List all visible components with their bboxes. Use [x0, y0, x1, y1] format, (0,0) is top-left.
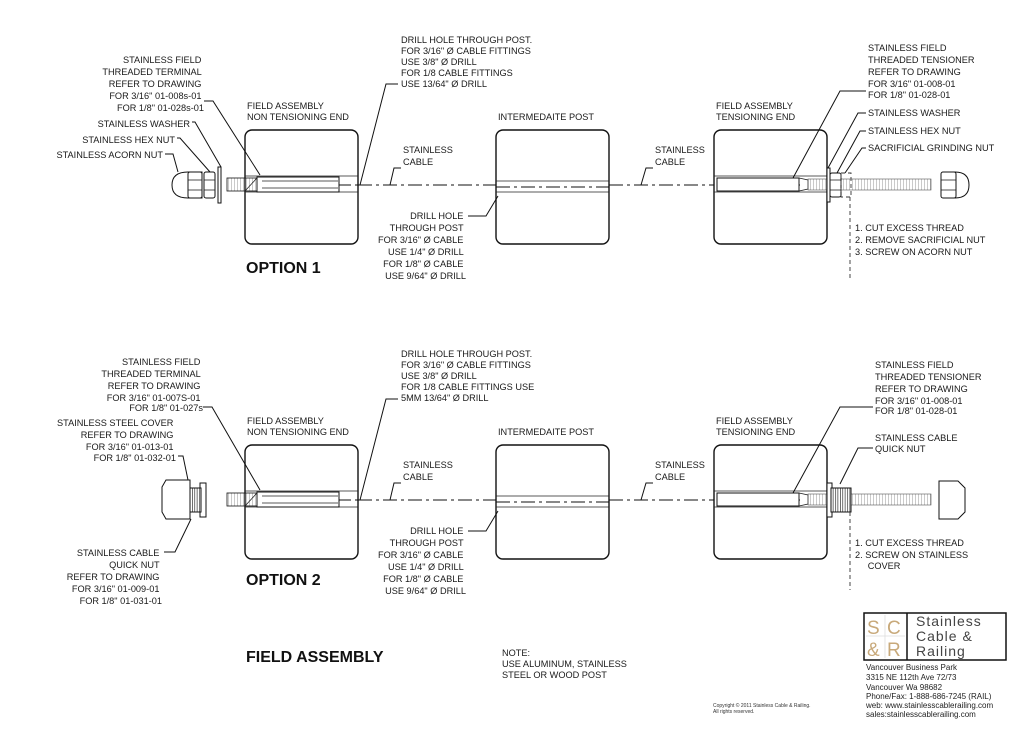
logo-letter-amp: &	[867, 640, 880, 661]
logo-letter-r: R	[887, 640, 901, 661]
option-1-title: OPTION 1	[246, 260, 321, 277]
washer-left	[217, 166, 222, 204]
post-label-left: FIELD ASSEMBLY NON TENSIONING END	[247, 416, 349, 437]
hex-nut-left	[203, 171, 216, 199]
drawing-title: FIELD ASSEMBLY	[246, 649, 384, 666]
copyright: Copyright © 2011 Stainless Cable & Raili…	[713, 702, 812, 715]
sacrificial-grinding-nut	[840, 172, 852, 198]
option-2-labels: STAINLESS FIELD THREADED TERMINAL REFER …	[57, 349, 984, 606]
stainless-steel-cover-right	[938, 480, 966, 520]
post-label-middle: INTERMEDAITE POST	[498, 427, 594, 437]
drill-mid-note: DRILL HOLE THROUGH POST FOR 3/16" Ø CABL…	[378, 526, 466, 596]
logo-wordmark: Stainless Cable & Railing	[916, 613, 987, 659]
post-label-right: FIELD ASSEMBLY TENSIONING END	[716, 101, 795, 122]
acorn-nut-callout: STAINLESS ACORN NUT	[56, 150, 163, 160]
note: NOTE: USE ALUMINUM, STAINLESS STEEL OR W…	[502, 648, 629, 680]
cover-callout: STAINLESS STEEL COVER REFER TO DRAWING F…	[57, 418, 176, 463]
cable-label-right: STAINLESS CABLE	[655, 145, 707, 167]
hex-nut-callout: STAINLESS HEX NUT	[82, 135, 175, 145]
terminal-callout: STAINLESS FIELD THREADED TERMINAL REFER …	[102, 55, 204, 113]
drill-mid-note: DRILL HOLE THROUGH POST FOR 3/16" Ø CABL…	[378, 211, 466, 281]
post-label-right: FIELD ASSEMBLY TENSIONING END	[716, 416, 795, 437]
post-label-left: FIELD ASSEMBLY NON TENSIONING END	[247, 101, 349, 122]
option-2-steps: 1. CUT EXCESS THREAD 2. SCREW ON STAINLE…	[855, 538, 971, 571]
stainless-steel-cover-left	[161, 479, 191, 520]
cable-label-left: STAINLESS CABLE	[403, 460, 455, 482]
threaded-tensioner-right	[716, 492, 932, 507]
quick-nut-right	[826, 482, 852, 518]
cable-label-right: STAINLESS CABLE	[655, 460, 707, 482]
option-1-labels: STAINLESS FIELD THREADED TERMINAL REFER …	[56, 35, 994, 281]
quick-nut-callout: STAINLESS CABLE QUICK NUT REFER TO DRAWI…	[67, 548, 162, 606]
option-2	[161, 398, 966, 590]
acorn-nut-left	[171, 171, 203, 199]
option-2-title: OPTION 2	[246, 572, 321, 589]
drill-top-note: DRILL HOLE THROUGH POST. FOR 3/16" Ø CAB…	[401, 35, 535, 89]
terminal-callout: STAINLESS FIELD THREADED TERMINAL REFER …	[101, 357, 203, 413]
logo-letter-s: S	[867, 618, 880, 639]
company-logo: S C & R Stainless Cable & Railing	[863, 612, 1007, 661]
washer-callout: STAINLESS WASHER	[98, 119, 191, 129]
company-address: Vancouver Business Park 3315 NE 112th Av…	[865, 663, 995, 719]
threaded-tensioner-right	[716, 177, 932, 192]
hex-nut-right	[829, 172, 842, 198]
cable-label-left: STAINLESS CABLE	[403, 145, 455, 167]
option-1-steps: 1. CUT EXCESS THREAD 2. REMOVE SACRIFICI…	[855, 223, 988, 257]
tensioner-callout: STAINLESS FIELD THREADED TENSIONER REFER…	[875, 360, 984, 416]
post-label-middle: INTERMEDAITE POST	[498, 112, 594, 122]
acorn-nut-right	[940, 171, 970, 199]
option-1	[165, 83, 970, 280]
threaded-terminal-left	[226, 491, 340, 508]
hex-nut-right-callout: STAINLESS HEX NUT	[868, 126, 961, 136]
threaded-terminal-left	[226, 176, 340, 193]
logo-letter-c: C	[887, 618, 901, 639]
washer-right-callout: STAINLESS WASHER	[868, 108, 961, 118]
tensioner-callout: STAINLESS FIELD THREADED TENSIONER REFER…	[868, 43, 977, 100]
drill-top-note: DRILL HOLE THROUGH POST. FOR 3/16" Ø CAB…	[401, 349, 537, 403]
quick-nut-right-callout: STAINLESS CABLE QUICK NUT	[875, 433, 960, 454]
sacrificial-nut-callout: SACRIFICIAL GRINDING NUT	[868, 143, 995, 153]
